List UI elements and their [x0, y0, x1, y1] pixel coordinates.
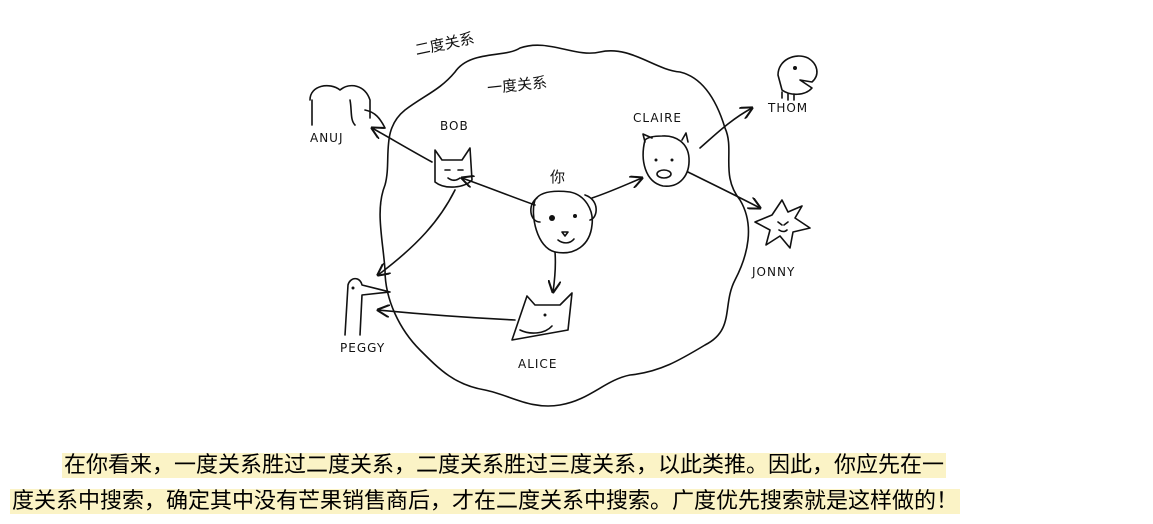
arrow-alice-to-peggy — [378, 310, 516, 321]
arrow-you-to-claire — [591, 178, 642, 199]
thom-fish-icon — [777, 55, 818, 101]
network-diagram: 二度关系 一度关系 你 BOB CLAIRE ALICE ANUJ — [309, 29, 818, 407]
jonny-label: JONNY — [751, 265, 795, 279]
arrow-claire-to-jonny — [687, 171, 760, 208]
arrow-claire-to-thom — [699, 108, 752, 149]
arrow-bob-to-anuj — [372, 128, 433, 163]
bob-cat-icon — [434, 147, 473, 188]
first-degree-label: 一度关系 — [486, 73, 548, 97]
caption-text-2: 度关系中搜索，确定其中没有芒果销售商后，才在二度关系中搜索。广度优先搜索就是这样… — [10, 489, 961, 514]
arrow-bob-to-peggy — [378, 189, 456, 275]
alice-label: ALICE — [518, 357, 557, 371]
claire-pig-icon — [642, 132, 690, 187]
you-dog-icon — [530, 190, 597, 254]
caption-text-1: 在你看来，一度关系胜过二度关系，二度关系胜过三度关系，以此类推。因此，你应先在一 — [62, 453, 947, 478]
peggy-bird-icon — [344, 277, 391, 336]
caption-line-1: 在你看来，一度关系胜过二度关系，二度关系胜过三度关系，以此类推。因此，你应先在一 — [0, 447, 1153, 479]
first-degree-boundary — [379, 44, 750, 407]
jonny-starfish-icon — [754, 199, 811, 249]
you-label: 你 — [550, 168, 565, 186]
anuj-label: ANUJ — [310, 131, 344, 145]
alice-fox-icon — [511, 292, 573, 341]
anuj-elephant-icon — [309, 84, 386, 129]
peggy-label: PEGGY — [340, 341, 385, 355]
bob-label: BOB — [440, 119, 469, 133]
second-degree-label: 二度关系 — [413, 29, 475, 59]
claire-label: CLAIRE — [633, 111, 682, 125]
thom-label: THOM — [767, 101, 808, 115]
caption-line-2: 度关系中搜索，确定其中没有芒果销售商后，才在二度关系中搜索。广度优先搜索就是这样… — [0, 483, 1153, 515]
arrow-you-to-bob — [462, 178, 536, 206]
arrow-you-to-alice — [553, 251, 555, 292]
